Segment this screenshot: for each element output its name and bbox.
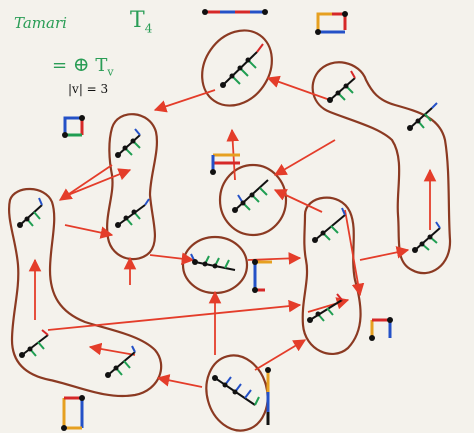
blob-left-bottom	[8, 187, 163, 398]
equation-subscript: v	[107, 65, 114, 79]
path-icon-bottom-right	[265, 367, 271, 425]
equation: = ⊕ Tv	[52, 52, 114, 79]
title-symbol: T4	[130, 8, 152, 35]
title-symbol-subscript: 4	[144, 21, 153, 36]
edge-11	[266, 75, 331, 101]
blob-center	[218, 163, 288, 237]
tree-right-top	[327, 70, 356, 103]
blob-left-mid	[106, 113, 158, 261]
tree-right-mid-a	[312, 207, 346, 243]
title-word: Tamari	[14, 14, 67, 32]
tree-top	[220, 43, 264, 88]
tree-left-mid-b	[115, 198, 150, 228]
circled-plus-icon: ⊕	[72, 52, 90, 76]
edge-15	[64, 224, 114, 239]
edge-16	[149, 252, 195, 265]
blob-top	[201, 29, 273, 107]
tree-right-lower	[412, 221, 441, 253]
edge-20	[67, 168, 132, 196]
blob-right-top	[311, 61, 452, 275]
path-icon-top	[202, 9, 268, 15]
edge-13	[58, 164, 113, 201]
path-icon-bottom-left	[61, 395, 85, 431]
edge-1	[88, 342, 136, 356]
tree-right-upper	[407, 102, 438, 131]
edge-18	[47, 299, 302, 331]
edge-6	[359, 246, 410, 261]
edge-5	[307, 297, 350, 313]
title-symbol-letter: T	[130, 8, 145, 33]
tree-left-b	[19, 329, 49, 358]
path-icon-mid	[210, 153, 240, 175]
edge-10	[273, 139, 336, 176]
edge-3	[254, 339, 307, 371]
tree-center-low	[190, 253, 236, 271]
tree-bottom	[212, 375, 260, 406]
edge-12	[153, 89, 216, 113]
equation-equals: =	[52, 55, 68, 76]
path-icon-left	[62, 115, 85, 138]
edge-21	[344, 209, 365, 297]
equation-symbol: T	[95, 55, 108, 76]
tree-center	[232, 179, 269, 213]
tree-left-c	[105, 345, 136, 378]
tree-left-a	[17, 197, 43, 228]
edge-8	[273, 189, 323, 213]
condition-text: |v| = 3	[68, 82, 109, 96]
path-icon-top-right	[315, 11, 348, 35]
path-icon-right	[369, 317, 393, 341]
blob-right-mid	[301, 196, 362, 355]
tree-right-mid-b	[307, 293, 343, 323]
tree-left-mid-a	[115, 128, 141, 158]
path-icon-low-center	[252, 259, 272, 293]
edge-2	[156, 374, 203, 388]
blob-bottom	[205, 354, 269, 432]
